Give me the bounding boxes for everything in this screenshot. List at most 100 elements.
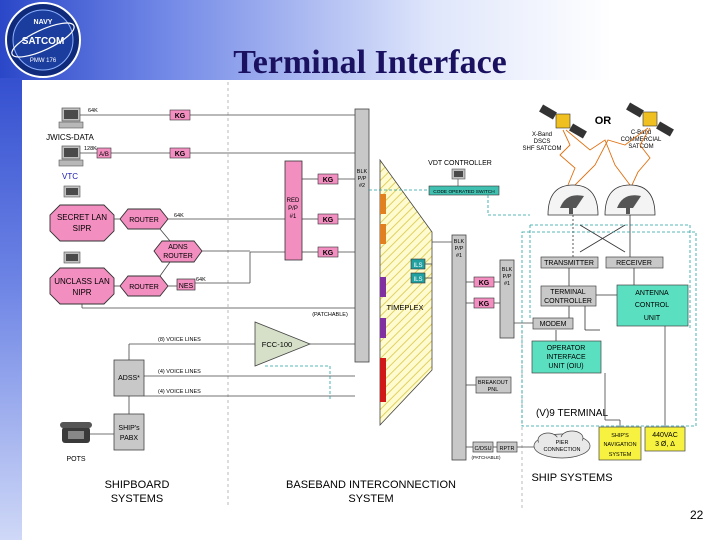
ils-label-1: ILS	[413, 263, 422, 269]
slide-title: Terminal Interface	[233, 44, 507, 81]
rate-64k-jwics: 64K	[88, 108, 98, 114]
timeplex-ports	[380, 194, 386, 402]
xband-label-3: SHF SATCOM	[523, 146, 562, 152]
kg-label-1: KG	[323, 177, 334, 184]
kg-box-vtc	[169, 147, 191, 159]
or-label: OR	[595, 115, 612, 127]
radome-1-icon	[547, 184, 599, 216]
breakout-label-2: PNL	[488, 387, 499, 393]
modem-box	[532, 317, 574, 330]
kg-box-3	[317, 246, 339, 258]
unclass-lan-node	[49, 267, 115, 305]
blk-pp2-label-2: P/P	[358, 176, 367, 182]
ship-systems-links	[604, 326, 666, 427]
secret-lan-node	[49, 204, 115, 242]
unclass-lan-label-1: UNCLASS LAN	[54, 277, 110, 286]
blk-patch-panel-1b	[499, 259, 515, 339]
nes-box	[176, 278, 196, 291]
pots-phone-icon	[60, 422, 92, 443]
kg-label-jwics: KG	[175, 113, 186, 120]
pier-label-1: PIER	[556, 440, 569, 446]
pabx-box	[113, 413, 145, 451]
breakout-label-1: BREAKOUT	[478, 380, 509, 386]
kg-label-3: KG	[323, 250, 334, 257]
kg-label-vtc: KG	[175, 151, 186, 158]
timeplex-mux	[379, 158, 433, 427]
adns-router-label-1: ADNS	[168, 244, 188, 251]
pier-label-2: CONNECTION	[544, 447, 581, 453]
blk-patch-panel-1a	[451, 234, 467, 461]
terminal-controller-box	[540, 285, 597, 307]
blk-pp1a-label-3: #1	[456, 253, 462, 259]
blk-pp1a-label-2: P/P	[455, 246, 464, 252]
nes-label: NES	[179, 283, 194, 290]
rate-64k-secret: 64K	[174, 213, 184, 219]
secret-lan-label-2: SIPR	[73, 224, 92, 233]
oiu-label-3: UNIT (OIU)	[548, 363, 583, 370]
ships-nav-label-3: SYSTEM	[609, 452, 632, 458]
transmitter-box	[540, 256, 599, 269]
cdsu-label: C/DSU	[474, 446, 491, 452]
adss-box	[113, 359, 145, 397]
radome-links	[555, 215, 635, 341]
terminal-controller-label-1: TERMINAL	[550, 289, 586, 296]
v9-terminal-boundary	[521, 231, 697, 427]
kg-box-1	[317, 173, 339, 185]
red-pp-label-1: RED	[287, 198, 300, 204]
secret-computer-icon	[63, 185, 81, 198]
power-box	[644, 426, 686, 452]
red-pp-label-2: P/P	[288, 206, 298, 212]
shipboard-label-1: SHIPBOARD	[105, 479, 170, 491]
header-gradient-band	[0, 0, 720, 80]
vtc-computer-icon	[58, 145, 84, 167]
xband-label-2: DSCS	[534, 139, 551, 145]
dashed-teal-lines	[265, 189, 691, 400]
ils-label-2: ILS	[413, 277, 422, 283]
transmitter-label: TRANSMITTER	[544, 260, 594, 267]
red-patch-panel	[284, 160, 303, 261]
kg-label-right-2: KG	[479, 301, 490, 308]
shipboard-label-2: SYSTEMS	[111, 493, 164, 505]
adss-label: ADSS*	[118, 375, 140, 382]
voice-connection-lines	[90, 343, 355, 435]
logo-top-text: NAVY	[34, 19, 53, 26]
rate-64k-unclass: 64K	[196, 277, 206, 283]
blk-patch-panel-2	[354, 108, 370, 363]
receiver-label: RECEIVER	[616, 260, 652, 267]
pots-label: POTS	[66, 456, 85, 463]
rptr-label: RPTR	[500, 446, 515, 452]
rf-link-zigzags	[559, 127, 651, 186]
cband-label-2: COMMERCIAL	[621, 137, 662, 143]
voice-lines-4a: (4) VOICE LINES	[158, 369, 201, 375]
acu-label-2: CONTROL	[635, 302, 669, 309]
unclass-computer-icon	[63, 251, 81, 264]
baseband-label-1: BASEBAND INTERCONNECTION	[286, 479, 456, 491]
rate-128k-vtc: 128K	[84, 146, 97, 152]
router-secret-label: ROUTER	[129, 217, 159, 224]
pabx-label-2: PABX	[120, 435, 138, 442]
page-number: 22	[690, 508, 704, 522]
blk-pp1b-label-3: #1	[504, 281, 510, 287]
router-unclass-label: ROUTER	[129, 284, 159, 291]
baseband-label-2: SYSTEM	[348, 493, 393, 505]
ship-systems-label: SHIP SYSTEMS	[531, 472, 612, 484]
logo-bottom-text: PMW 176	[30, 58, 57, 64]
voice-lines-4b: (4) VOICE LINES	[158, 389, 201, 395]
rptr-box	[496, 441, 518, 453]
patchable-label: (PATCHABLE)	[312, 312, 348, 318]
vdt-controller-label: VDT CONTROLLER	[428, 160, 492, 167]
secret-lan-label-1: SECRET LAN	[57, 213, 107, 222]
adns-router	[153, 240, 203, 263]
receiver-box	[605, 256, 664, 269]
fcc100-label: FCC-100	[262, 340, 292, 349]
adns-router-label-2: ROUTER	[163, 253, 193, 260]
v9-terminal-label: (V)9 TERMINAL	[536, 408, 608, 419]
blk-pp1a-label-1: BLK	[454, 239, 465, 245]
timeplex-label: TIMEPLEX	[386, 303, 423, 312]
jwics-label: JWICS-DATA	[46, 133, 94, 142]
ships-nav-label-2: NAVIGATION	[603, 442, 636, 448]
kg-box-jwics	[169, 109, 191, 121]
vtc-label: VTC	[62, 172, 78, 181]
operator-interface-unit	[531, 340, 602, 374]
